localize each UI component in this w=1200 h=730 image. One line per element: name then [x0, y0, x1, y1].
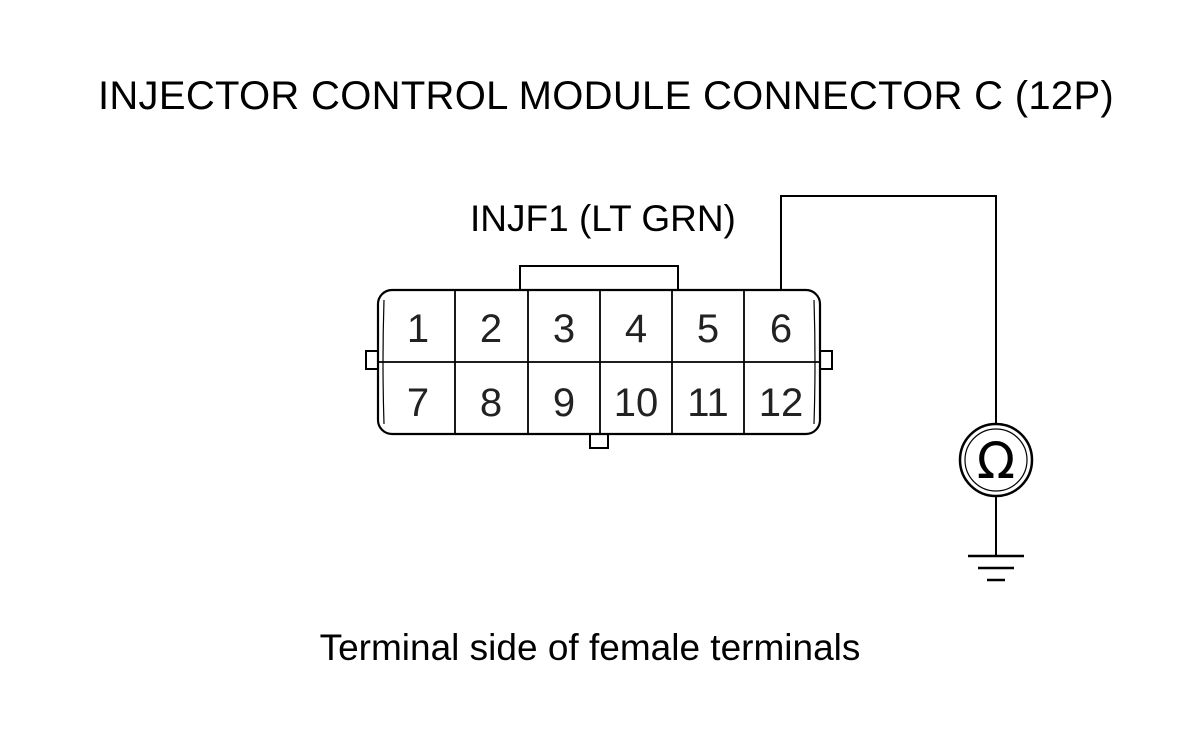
diagram-title: INJECTOR CONTROL MODULE CONNECTOR C (12P…: [97, 74, 1115, 118]
pin-label: 12: [759, 381, 804, 425]
pin-label: 8: [480, 381, 502, 425]
pin-label: 2: [480, 307, 502, 351]
ohm-symbol: Ω: [977, 432, 1015, 490]
pin-label: 3: [553, 307, 575, 351]
ohmmeter-icon: Ω: [958, 422, 1034, 498]
pin-label: 11: [687, 381, 729, 425]
ground-icon: [968, 554, 1024, 582]
probe-wire: [780, 195, 997, 426]
diagram-caption: Terminal side of female terminals: [319, 627, 861, 668]
pin-label: 4: [625, 307, 647, 351]
pin-label: 6: [770, 307, 792, 351]
pin-label: 7: [407, 381, 429, 425]
pin-label: 1: [407, 307, 429, 351]
wire-label: INJF1 (LT GRN): [470, 198, 736, 239]
pin-label: 5: [697, 307, 719, 351]
connector-body: [365, 265, 833, 449]
pin-label: 9: [553, 381, 575, 425]
pin-label: 10: [614, 381, 659, 425]
